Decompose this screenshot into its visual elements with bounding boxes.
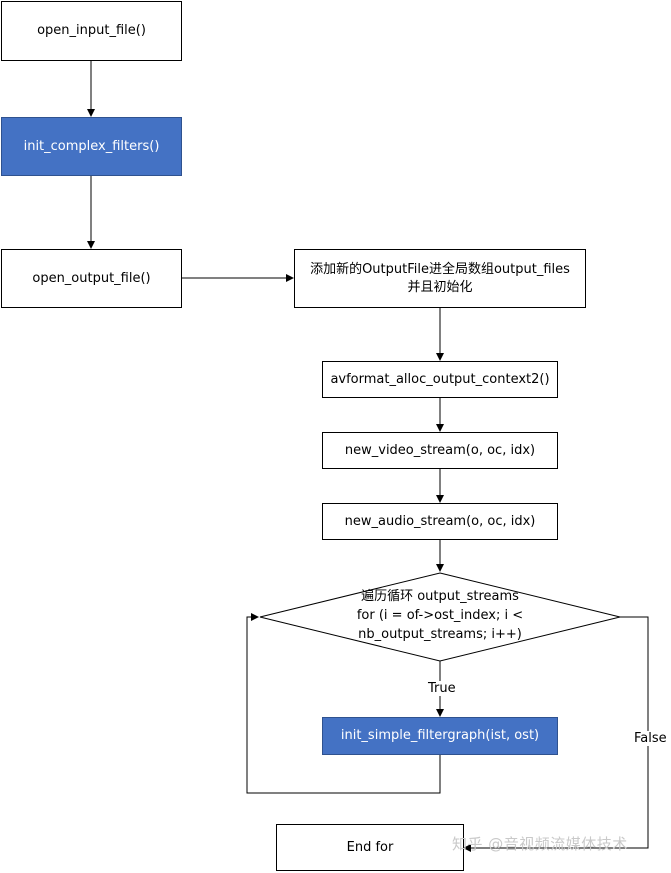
true-edge-label: True (426, 681, 458, 696)
open-output-file-node: open_output_file() (1, 249, 182, 308)
new-audio-stream-node: new_audio_stream(o, oc, idx) (322, 503, 558, 540)
new-video-stream-node: new_video_stream(o, oc, idx) (322, 432, 558, 469)
init-simple-filtergraph-node: init_simple_filtergraph(ist, ost) (322, 717, 558, 755)
loop-title: 遍历循环 output_streams (361, 589, 519, 604)
edge-loop-back (246, 613, 441, 794)
end-for-node: End for (276, 824, 464, 871)
open-input-file-node: open_input_file() (1, 1, 182, 61)
loop-decision-text: 遍历循环 output_streams for (i = of->ost_ind… (280, 588, 600, 645)
init-complex-filters-node: init_complex_filters() (1, 117, 182, 176)
avformat-alloc-node: avformat_alloc_output_context2() (322, 361, 558, 398)
add-output-file-node: 添加新的OutputFile进全局数组output_files 并且初始化 (294, 249, 586, 308)
loop-condition: for (i = of->ost_index; i < nb_output_st… (356, 607, 524, 642)
watermark: 知乎 @音视频流媒体技术 (452, 835, 628, 853)
false-edge-label: False (632, 731, 669, 746)
